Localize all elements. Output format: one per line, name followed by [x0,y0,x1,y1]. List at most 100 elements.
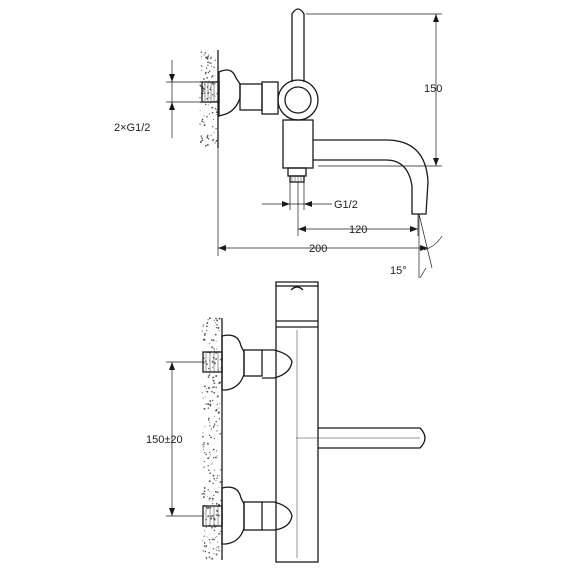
wall-texture-dot [213,477,216,480]
wall-texture-dot [215,341,217,343]
wall-texture-dot [216,536,218,538]
wall-texture-dot [213,391,216,394]
wall-texture-dot [206,442,209,445]
wall-texture-dot [215,421,217,423]
wall-texture-dot [215,111,218,114]
wall-texture-dot [216,553,218,555]
wall-texture-dot [206,115,208,118]
wall-texture-dot [207,457,210,460]
wall-texture-dot [209,454,211,456]
wall-texture-dot [203,466,205,469]
wall-texture-dot [212,379,215,382]
wall-texture-dot [216,509,219,512]
wall-texture-dot [216,93,218,95]
label-inlet-thread: 2×G1/2 [114,122,150,134]
wall-texture-dot [200,65,203,67]
mixer-body-front [275,281,319,563]
wall-texture-dot [210,62,212,64]
wall-texture-dot [214,333,217,336]
handle-top-front [275,281,319,286]
wall-texture-dot [210,428,213,430]
wall-texture-dot [203,443,205,445]
wall-texture-dot [215,409,218,412]
wall-texture-dot [215,317,217,320]
wall-texture-dot [204,493,206,495]
wall-texture-dot [213,382,216,385]
label-height-150: 150 [424,83,442,95]
dim-angle-15: 15° [390,213,443,279]
wall-texture-dot [209,403,212,406]
wall-texture-dot [214,536,216,538]
wall-texture-dot [209,456,211,458]
wall-texture-dot [215,348,217,350]
wall-texture-dot [207,61,209,64]
wall-texture-dot [210,77,212,78]
wall-texture-dot [203,339,205,341]
dim-reach-120: 120 [297,182,419,236]
wall-texture-dot [211,462,213,464]
wall-texture-dot [206,325,208,328]
wall-texture-dot [203,121,205,124]
wall-texture-dot [199,141,202,143]
wall-texture-dot [202,540,204,542]
wall-texture-dot [203,87,205,89]
wall-texture-dot [208,367,210,370]
wall-texture-dot [214,322,216,324]
wall-texture-dot [209,425,211,427]
mixer-body-side [261,8,319,121]
wall-texture-dot [213,538,215,541]
wall-texture-dot [207,515,210,518]
wall-texture-dot [204,426,206,427]
wall-texture-dot [201,65,203,67]
bath-spout-front [318,427,426,449]
wall-texture-dot [208,97,211,99]
wall-texture-dot [208,113,211,115]
wall-texture-dot [199,97,201,99]
wall-texture-dot [208,317,211,320]
wall-texture-dot [209,57,212,60]
wall-texture-dot [207,54,209,56]
wall-texture-dot [205,144,207,147]
wall-texture-dot [214,108,217,110]
wall-texture-dot [215,502,218,505]
wall-texture-dot [207,465,209,467]
wall-texture-dot [208,80,210,82]
wall-texture-dot [202,397,204,399]
wall-texture-dot [203,92,205,95]
wall-texture-dot [203,486,206,489]
wall-texture-dot [218,547,220,549]
wall-texture-dot [205,403,207,405]
wall-texture-dot [199,110,201,112]
wall-texture-dot [216,455,218,457]
label-angle-15: 15° [390,265,407,277]
wall-texture-dot [212,366,213,368]
wall-texture-dot [208,451,211,454]
wall-texture-dot [202,435,204,438]
bath-spout-side [313,139,429,215]
wall-texture-dot [203,54,205,56]
wall-texture-dot [211,538,214,541]
wall-texture-dot [212,376,215,379]
wall-texture-dot [206,56,209,59]
wall-texture-dot [211,360,214,363]
wall-texture-dot [214,83,216,85]
wall-texture-dot [208,480,211,483]
wall-texture-dot [220,367,222,369]
wall-texture-dot [213,553,214,555]
wall-texture-dot [210,515,212,517]
wall-texture-dot [205,390,207,392]
wall-texture-dot [212,456,215,459]
wall-texture-dot [205,545,208,547]
wall-texture-dot [205,396,207,398]
wall-texture-dot [201,139,204,141]
wall-texture-dot [212,377,214,379]
wall-texture-dot [208,343,210,345]
wall-texture-dot [214,423,216,425]
wall-texture-dot [211,112,213,114]
wall-texture-dot [217,411,220,414]
wall-texture-dot [203,460,205,463]
wall-texture-dot [217,425,219,427]
inlet-upper [202,334,293,391]
wall-texture-dot [210,56,212,59]
dim-outlet-thread: G1/2 [262,182,358,211]
